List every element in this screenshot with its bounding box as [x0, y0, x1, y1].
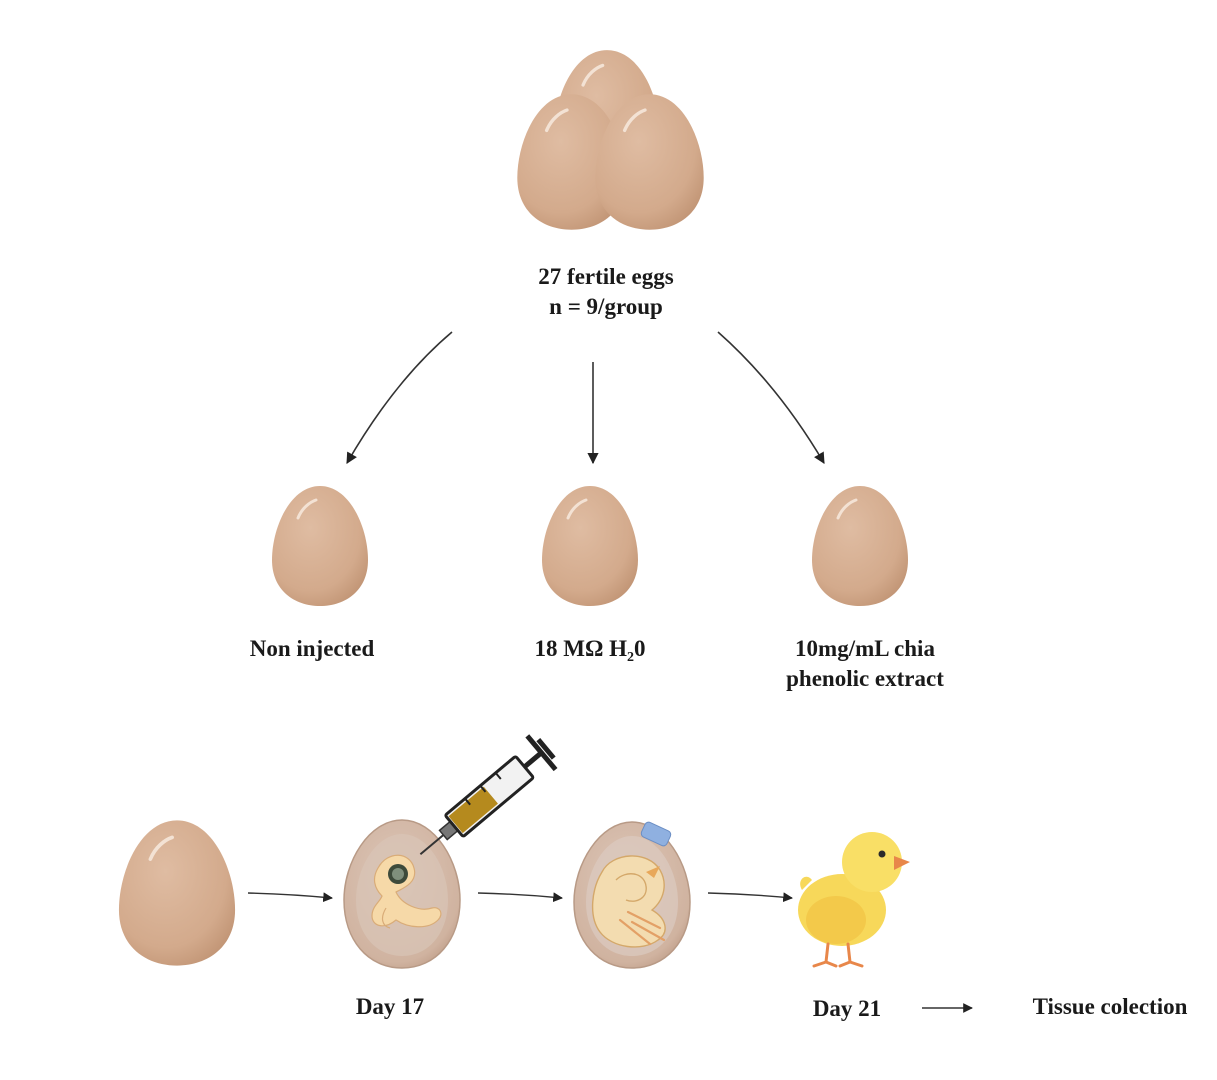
chia-label-line2: phenolic extract [760, 664, 970, 694]
egg-count-line: 27 fertile eggs [480, 262, 732, 292]
egg-icon-non-injected [272, 486, 368, 606]
water-label-prefix: 18 MΩ H [534, 636, 627, 661]
embryo-egg-icon [344, 820, 460, 968]
chick-icon [798, 832, 910, 966]
egg-count-label: 27 fertile eggs n = 9/group [480, 262, 732, 322]
water-label-suffix: 0 [634, 636, 646, 661]
group-label-non-injected: Non injected [210, 634, 414, 664]
branch-arrows [347, 332, 824, 463]
arrow-left [347, 332, 452, 463]
water-label-subscript: 2 [627, 650, 634, 665]
egg-icon-start [119, 820, 235, 965]
egg-icon-chia [812, 486, 908, 606]
arrow-right [718, 332, 824, 463]
chia-label-line1: 10mg/mL chia [760, 634, 970, 664]
day21-label: Day 21 [787, 994, 907, 1024]
egg-icon-water [542, 486, 638, 606]
group-size-line: n = 9/group [480, 292, 732, 322]
tissue-collection-label: Tissue colection [1010, 992, 1210, 1022]
egg-cluster-icon [517, 50, 703, 230]
group-label-water: 18 MΩ H20 [490, 634, 690, 673]
group-label-chia: 10mg/mL chia phenolic extract [760, 634, 970, 694]
day17-label: Day 17 [330, 992, 450, 1022]
late-embryo-egg-icon [574, 821, 690, 968]
